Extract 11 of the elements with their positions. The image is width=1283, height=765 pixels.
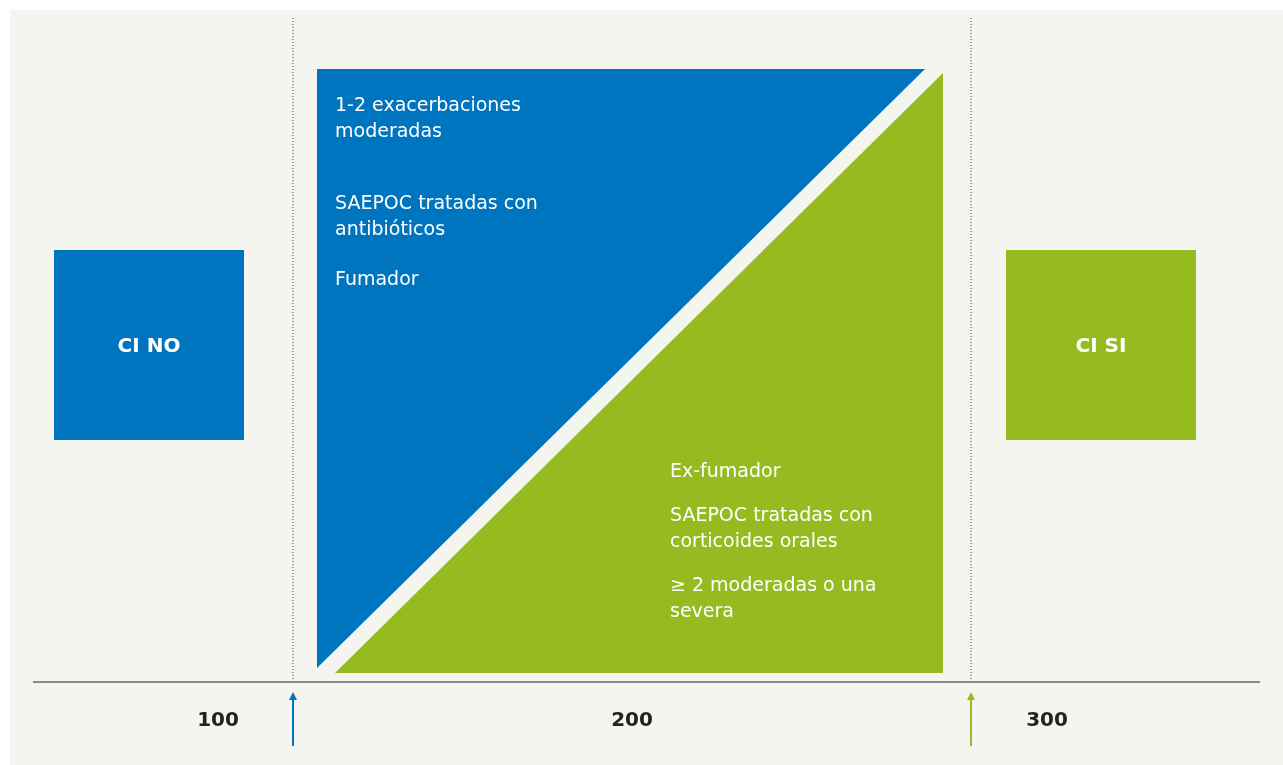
criterion-text: SAEPOC tratadas con antibióticos [335, 190, 539, 241]
criterion-text: SAEPOC tratadas con corticoides orales [670, 502, 874, 553]
criterion-text: Fumador [335, 266, 420, 291]
axis-value: 300 [1025, 707, 1069, 731]
category-box: CI SI [1006, 250, 1196, 440]
category-box: CI NO [54, 250, 244, 440]
axis-value: 200 [610, 707, 654, 731]
axis-value: 100 [196, 707, 240, 731]
criterion-text: 1-2 exacerbaciones moderadas [335, 92, 522, 143]
criterion-text: ≥ 2 moderadas o una severa [670, 572, 878, 623]
criterion-text: Ex-fumador [670, 458, 782, 483]
